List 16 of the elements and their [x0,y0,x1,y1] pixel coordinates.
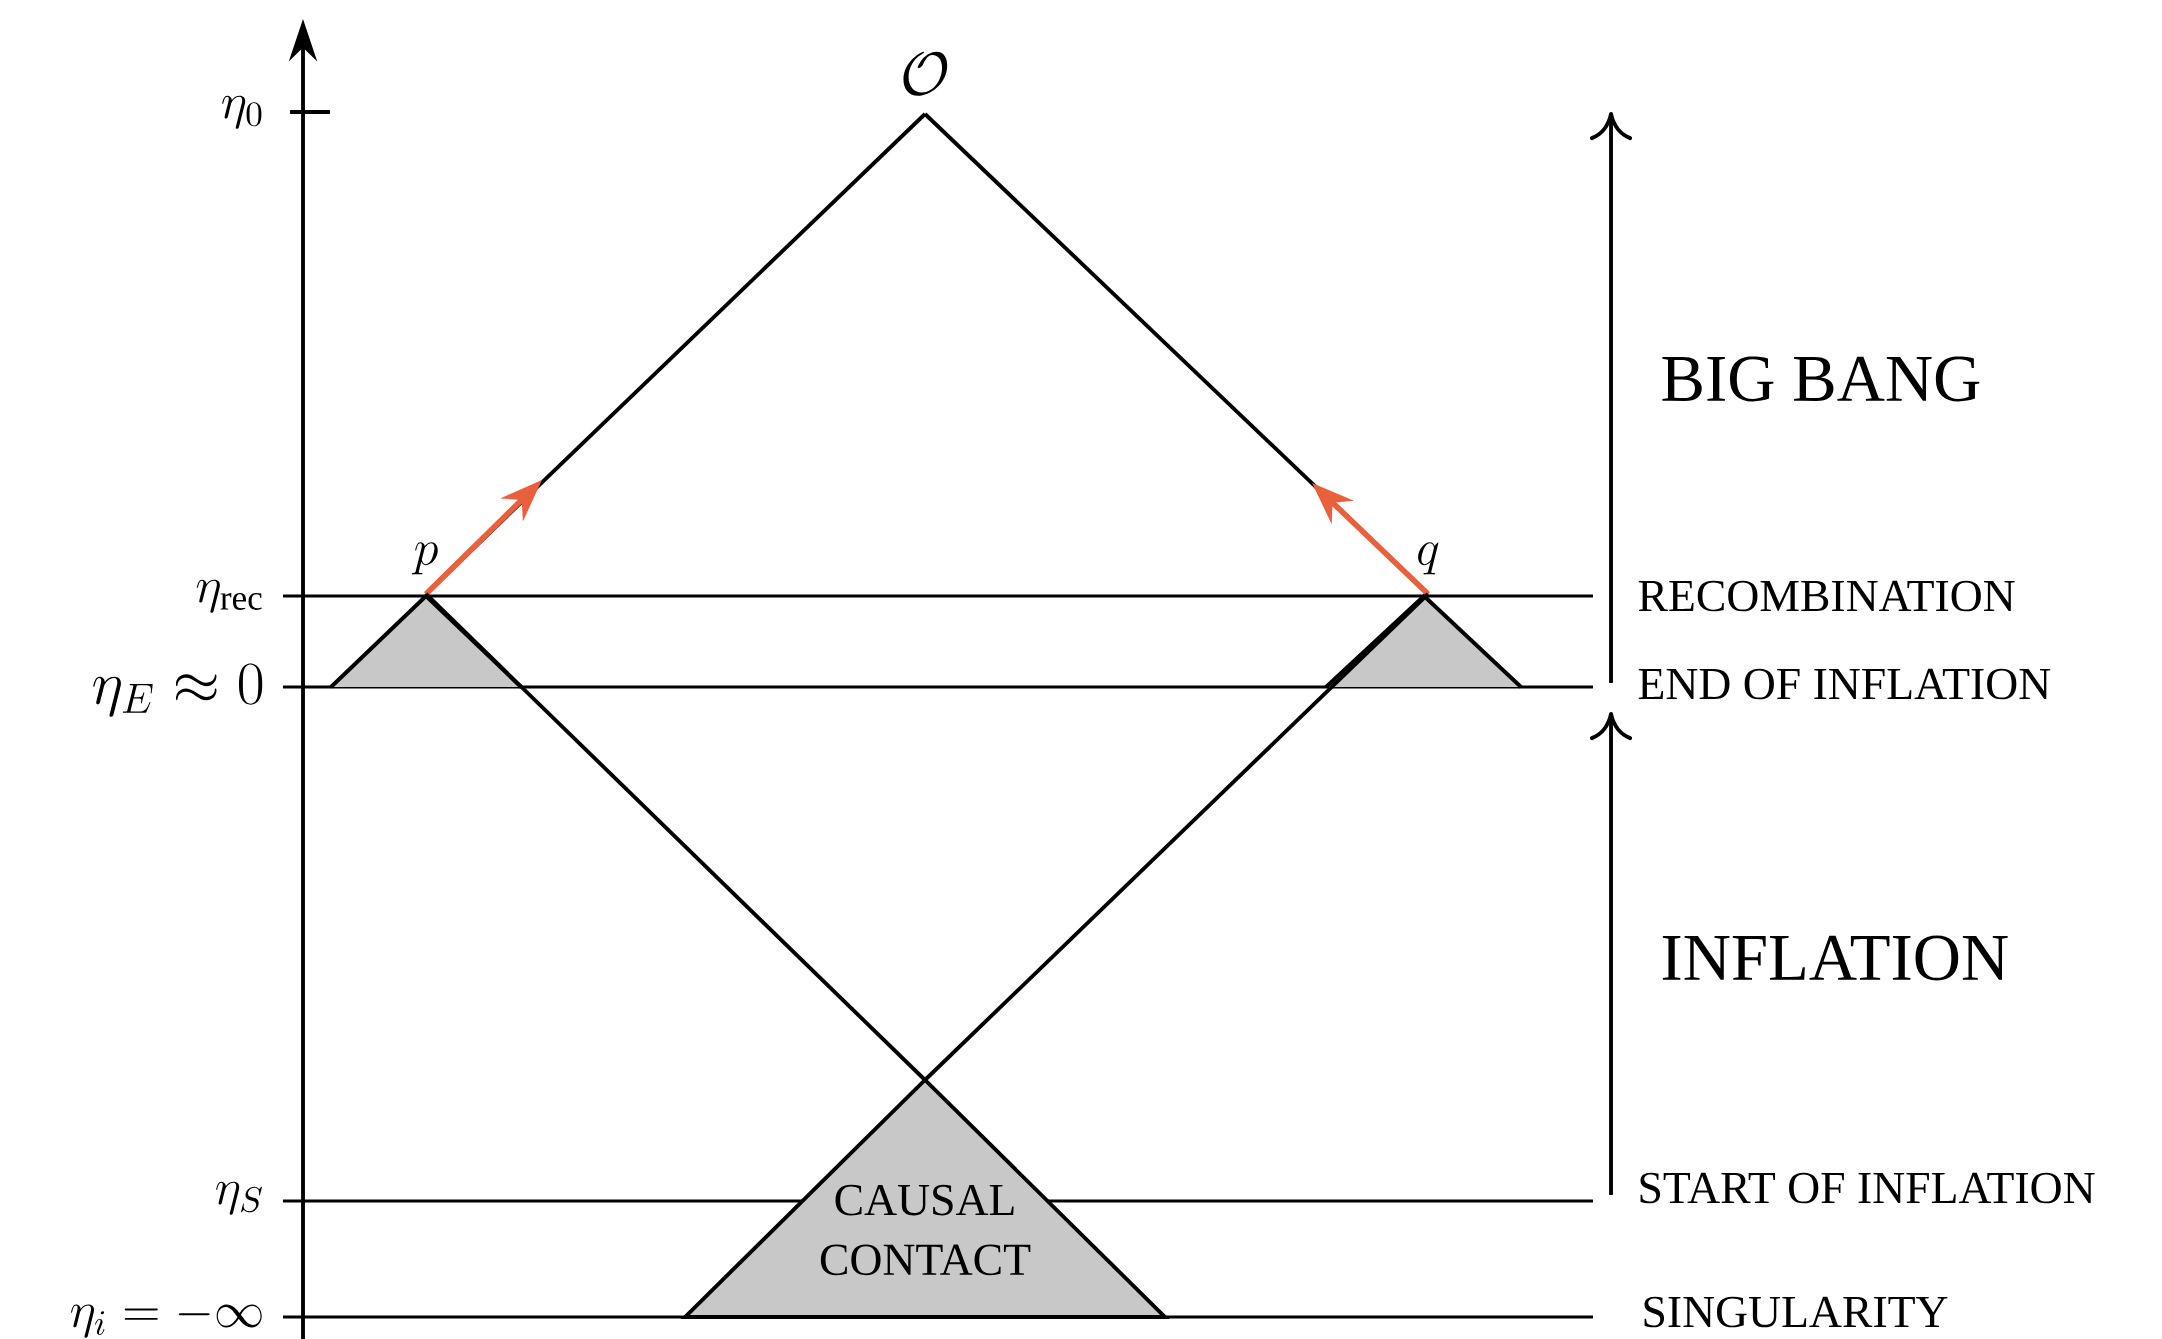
era-label: BIG BANG [1662,356,1980,402]
event-label: $q$ [1418,542,1439,575]
event-label: $p$ [412,542,438,575]
axis-label: $\eta_0$ [222,95,262,129]
light-ray [923,592,1430,1082]
epoch-label: START OF INFLATION [1640,1172,2095,1204]
event-label: $\mathcal{O}$ [903,51,948,96]
axis-label: $\eta_E \approx 0$ [93,663,263,717]
epoch-label: SINGULARITY [1644,1296,1948,1328]
epoch-label: END OF INFLATION [1638,668,2051,700]
axis-label: $\eta_{\mathrm{rec}}$ [196,579,262,613]
era-label: INFLATION [1662,935,2008,981]
axis-label: $\eta_S$ [216,1181,262,1215]
light-ray [424,592,927,1082]
axis-label: $\eta_i = -\infty$ [71,1304,262,1338]
epoch-label: RECOMBINATION [1638,580,2015,612]
